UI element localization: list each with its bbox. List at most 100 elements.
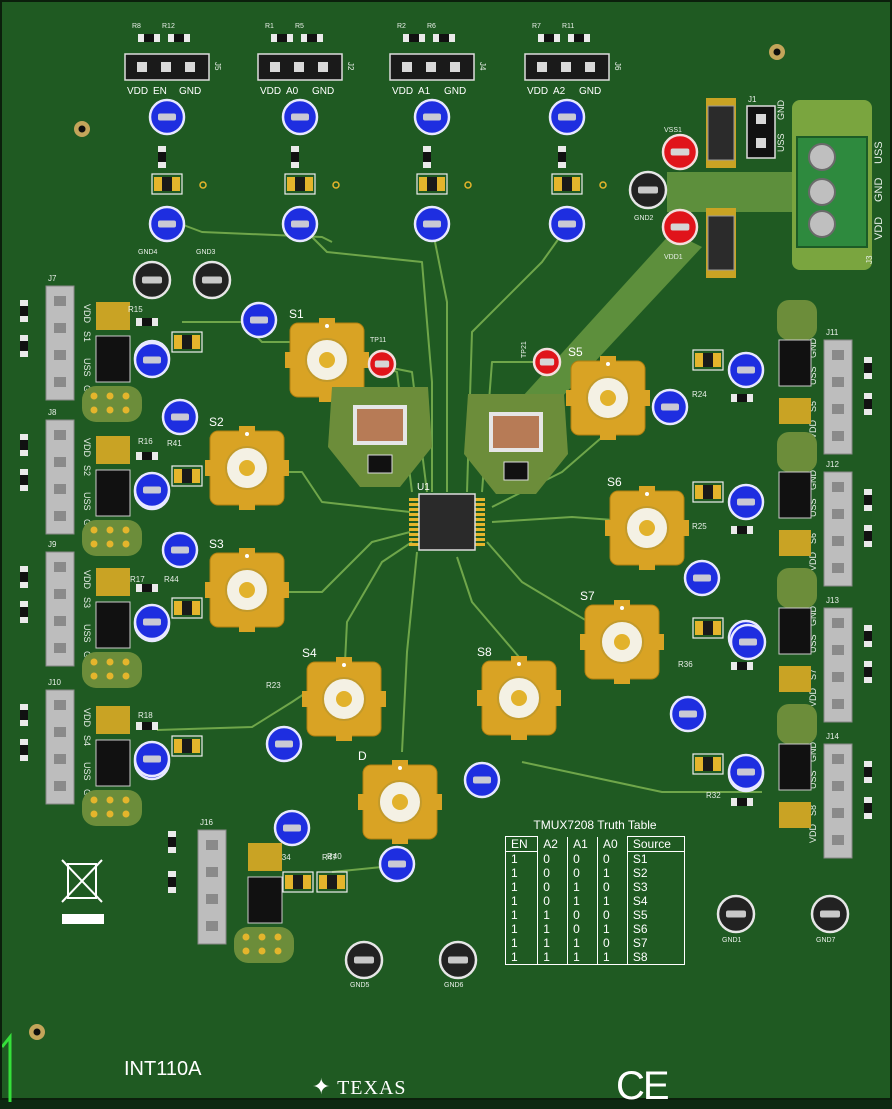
ic-pin <box>409 528 419 531</box>
cap-body <box>703 757 713 771</box>
res-label: R18 <box>138 711 153 720</box>
ldo-pad <box>779 398 811 424</box>
tp-label: VSS1 <box>664 127 682 134</box>
header-pin <box>185 62 195 72</box>
truth-table-cell: 1 <box>537 908 569 922</box>
resistor-center <box>864 363 872 373</box>
cap-body <box>182 739 192 753</box>
smd-resistor <box>864 525 872 547</box>
pin-header-j13 <box>823 607 853 723</box>
via <box>90 406 98 414</box>
edge-marker <box>2 1032 12 1102</box>
resistor-center <box>439 34 449 42</box>
res-label: R24 <box>692 390 707 399</box>
header-pin-label: S3 <box>82 597 92 608</box>
truth-table-cell: 1 <box>504 936 539 950</box>
cap-pad <box>572 177 580 191</box>
smb-pin <box>511 690 527 706</box>
smd-capacitor <box>416 173 448 195</box>
cap-body <box>327 875 337 889</box>
test-point-slot <box>388 860 406 868</box>
smd-resistor <box>20 434 28 456</box>
resistor-center <box>144 34 154 42</box>
ic-pin <box>409 543 419 546</box>
header-pin-label: USS <box>82 624 92 643</box>
tp-label: VDD1 <box>664 254 683 261</box>
cap-pad <box>695 757 703 771</box>
test-point-blue <box>133 603 171 641</box>
ic-pin <box>475 498 485 501</box>
header-ref: J8 <box>48 408 57 417</box>
test-point-slot <box>558 220 576 228</box>
test-point-blue <box>281 98 319 136</box>
resistor-center <box>307 34 317 42</box>
via <box>106 392 114 400</box>
test-point-blue <box>281 205 319 243</box>
source-label-s1: S1 <box>289 307 304 321</box>
header-pin <box>585 62 595 72</box>
trace <box>521 761 762 793</box>
via <box>90 810 98 818</box>
ldo-thermal-pad <box>777 704 817 744</box>
truth-table-cell: 0 <box>596 851 628 866</box>
via <box>122 406 130 414</box>
resistor-center <box>291 152 299 162</box>
resistor-center <box>20 440 28 450</box>
smd-resistor <box>301 34 323 42</box>
header-pin-label: A0 <box>286 86 299 97</box>
header-ref: J14 <box>826 732 839 741</box>
resistor-center <box>277 34 287 42</box>
resistor-center <box>174 34 184 42</box>
header-pin <box>54 616 66 626</box>
ic-pin <box>475 543 485 546</box>
ic-pin <box>409 533 419 536</box>
header-pin-label: S6 <box>808 533 818 544</box>
truth-table-cell: 0 <box>537 851 569 866</box>
header-pin <box>161 62 171 72</box>
via <box>122 658 130 666</box>
truth-table-title: TMUX7208 Truth Table <box>533 818 657 832</box>
smd-capacitor <box>316 871 348 893</box>
header-pin-label: EN <box>153 86 167 97</box>
trace <box>344 541 413 663</box>
header-ref: J16 <box>200 818 213 827</box>
smd-resistor <box>168 34 190 42</box>
res-label: R16 <box>138 437 153 446</box>
header-pin <box>206 894 218 904</box>
cap-outline <box>692 481 724 503</box>
test-point-blue <box>413 98 451 136</box>
cap-body <box>182 335 192 349</box>
res-label: R40 <box>327 852 342 861</box>
resistor-center <box>20 572 28 582</box>
res-label: R36 <box>678 660 693 669</box>
test-point-blue <box>683 559 721 597</box>
trace <box>156 691 308 731</box>
tp-label: GND2 <box>634 215 654 222</box>
smb-pin <box>239 582 255 598</box>
source-label-s4: S4 <box>302 646 317 660</box>
smd-resistor <box>136 584 158 592</box>
smb-connector <box>205 548 289 632</box>
test-point-slot <box>670 223 690 231</box>
ldo-body <box>95 335 131 383</box>
smd-resistor <box>864 357 872 379</box>
ldo-body <box>778 607 812 655</box>
header-pin <box>832 781 844 791</box>
cap-pad <box>305 177 313 191</box>
test-point-blue <box>727 753 765 791</box>
header-pin <box>832 350 844 360</box>
via <box>106 526 114 534</box>
gnd-tp-label: GND5 <box>350 982 370 989</box>
smd-resistor <box>433 34 455 42</box>
ldo-thermal-pad <box>82 520 142 556</box>
cap-pad <box>192 739 200 753</box>
smd-capacitor <box>692 753 724 775</box>
cap-body <box>162 177 172 191</box>
power-pin-label: USS <box>873 141 885 164</box>
truth-table-cell: 0 <box>596 936 628 950</box>
test-point-blue <box>463 761 501 799</box>
